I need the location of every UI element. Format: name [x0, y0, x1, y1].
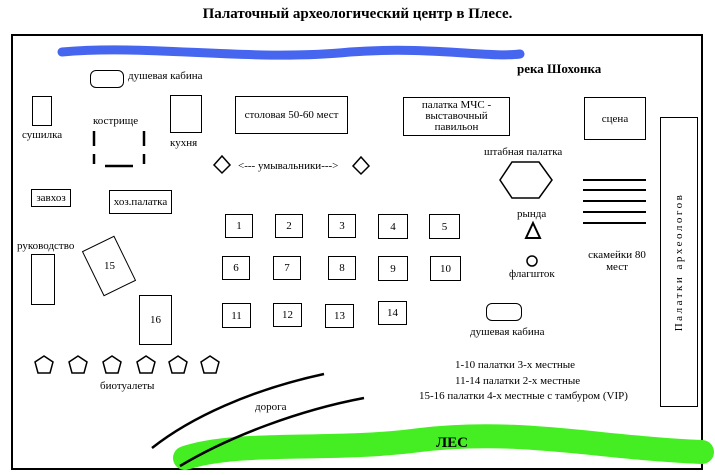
tent-2: 2 [275, 214, 303, 238]
tent-1: 1 [225, 214, 253, 238]
flagpole-icon [526, 255, 538, 267]
biotoilet-icon [136, 355, 156, 374]
hq-tent-label: штабная палатка [484, 146, 563, 158]
page-title: Палаточный археологический центр в Плесе… [202, 6, 513, 22]
stage: сцена [584, 97, 646, 140]
biotoilet-icon [200, 355, 220, 374]
biotoilet-icon [34, 355, 54, 374]
tent-15-label: 15 [103, 260, 115, 272]
tent-7: 7 [273, 256, 301, 280]
archaeologists-tents-label: Палатки археологов [673, 192, 685, 332]
legend-line-3: 15-16 палатки 4-х местные с тамбуром (VI… [419, 390, 628, 402]
tent-5: 5 [429, 214, 460, 239]
shower-cabin-bottom [486, 303, 522, 321]
dryer-box [32, 96, 52, 126]
biotoilet-icons [34, 355, 220, 374]
legend-line-2: 11-14 палатки 2-х местные [455, 375, 581, 387]
tent-11: 11 [222, 303, 251, 328]
shower-cabin-bottom-label: душевая кабина [470, 326, 545, 338]
campfire-icon [92, 131, 146, 168]
map-frame [11, 34, 703, 470]
tent-16: 16 [139, 295, 172, 345]
kitchen-label: кухня [170, 137, 198, 149]
road-label: дорога [255, 401, 287, 413]
washbasin-left-icon [212, 154, 232, 175]
road-line-upper [151, 372, 325, 449]
rynda-icon [524, 220, 542, 239]
biotoilet-icon [168, 355, 188, 374]
shower-cabin-top [90, 70, 124, 88]
tent-14: 14 [378, 301, 407, 325]
forest-label: ЛЕС [436, 435, 469, 451]
campfire-label: кострище [93, 115, 139, 127]
rynda-label: рында [517, 208, 547, 220]
tent-4: 4 [378, 214, 408, 239]
biotoilet-icon [102, 355, 122, 374]
biotoilets-label: биотуалеты [100, 380, 155, 392]
tent-12: 12 [273, 303, 302, 327]
tent-13: 13 [325, 304, 354, 328]
tent-8: 8 [328, 256, 356, 280]
river-label: река Шохонка [517, 61, 602, 76]
dining-tent: столовая 50-60 мест [235, 96, 348, 134]
washbasin-right-icon [351, 155, 371, 176]
tent-9: 9 [378, 256, 408, 281]
benches-label: скамейки 80 мест [588, 249, 646, 273]
supply-manager-tent: завхоз [31, 189, 71, 207]
mchs-pavilion: палатка МЧС - выставочный павильон [403, 97, 510, 136]
tent-3: 3 [328, 214, 356, 238]
hq-tent-hexagon [499, 161, 553, 199]
river-stroke [57, 45, 525, 60]
washbasins-label: <--- умывальники---> [238, 160, 339, 172]
management-label: руководство [17, 240, 75, 252]
archaeologists-tents: Палатки археологов [660, 117, 698, 407]
dryer-label: сушилка [22, 129, 63, 141]
biotoilet-icon [68, 355, 88, 374]
supply-tent: хоз.палатка [109, 190, 172, 214]
tent-6: 6 [222, 256, 250, 280]
kitchen-box [170, 95, 202, 133]
shower-cabin-top-label: душевая кабина [128, 70, 203, 82]
flagpole-label: флагшток [509, 268, 555, 280]
forest-stroke [173, 424, 714, 470]
legend-line-1: 1-10 палатки 3-х местные [455, 359, 576, 371]
management-tent [31, 254, 55, 305]
benches-icon [583, 179, 646, 224]
road-line-lower [179, 396, 365, 468]
tent-10: 10 [430, 256, 461, 281]
